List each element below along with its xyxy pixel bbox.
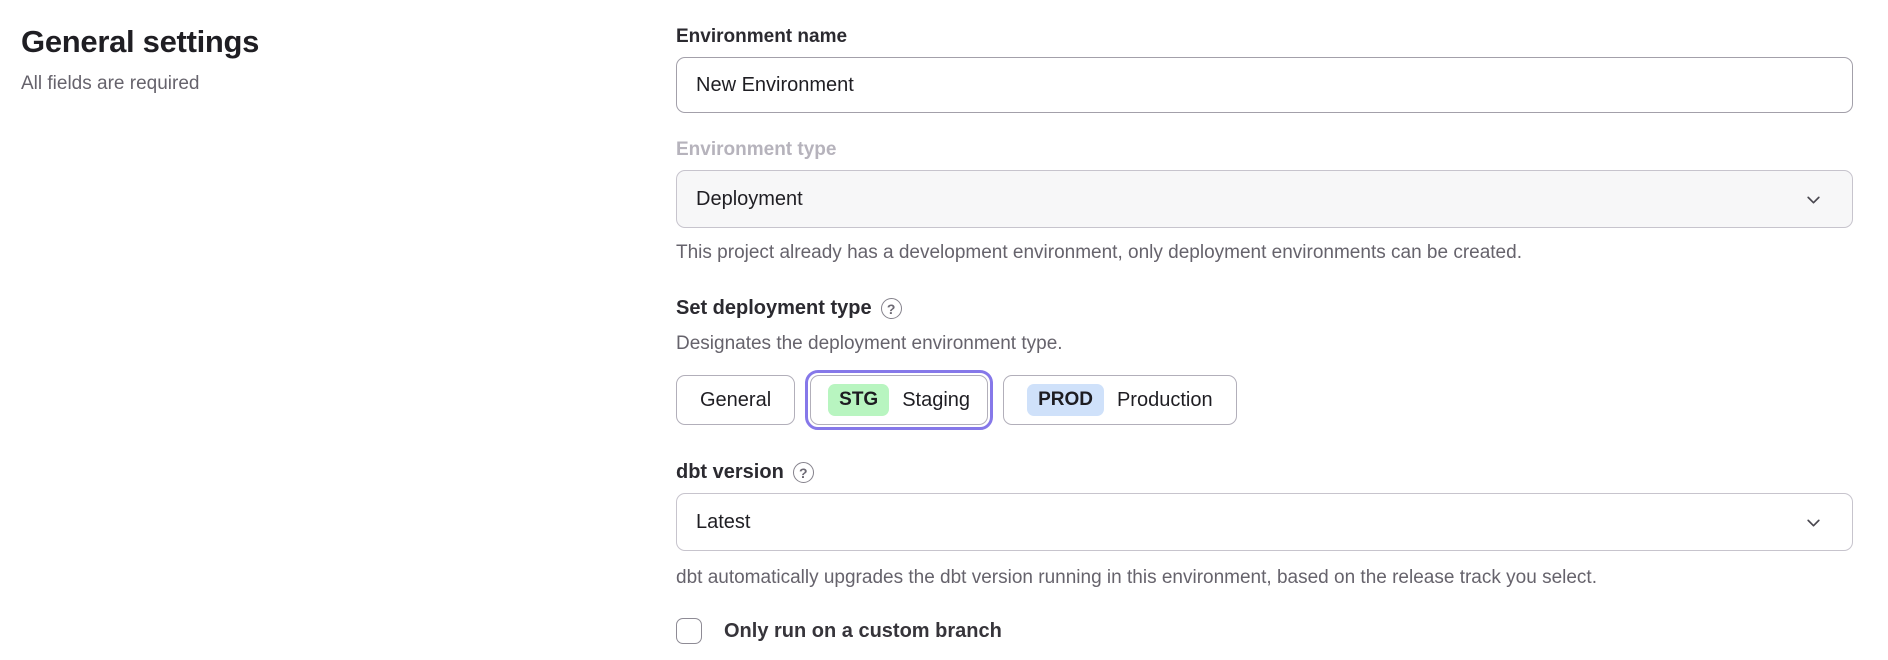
chevron-down-icon <box>1805 191 1822 208</box>
staging-badge: STG <box>828 383 890 417</box>
deployment-type-option-staging[interactable]: STG Staging <box>810 375 989 425</box>
deployment-type-label: Set deployment type <box>676 297 872 319</box>
deployment-type-helper: Designates the deployment environment ty… <box>676 333 1063 354</box>
option-general-label: General <box>700 388 772 411</box>
dbt-version-helper: dbt automatically upgrades the dbt versi… <box>676 567 1597 588</box>
page-title: General settings <box>21 24 260 59</box>
selected-option-ring: STG Staging <box>805 370 994 430</box>
dbt-version-label: dbt version <box>676 461 784 483</box>
page-subtitle: All fields are required <box>21 73 200 94</box>
option-staging-label: Staging <box>902 388 971 411</box>
environment-name-input[interactable] <box>676 57 1853 113</box>
environment-type-value: Deployment <box>696 187 803 210</box>
help-icon[interactable]: ? <box>792 462 814 483</box>
custom-branch-row: Only run on a custom branch <box>676 618 1853 644</box>
custom-branch-checkbox[interactable] <box>676 618 702 644</box>
environment-type-label: Environment type <box>676 139 837 160</box>
option-production-label: Production <box>1116 388 1213 411</box>
settings-header: General settings All fields are required <box>21 24 581 95</box>
deployment-type-options: General STG Staging PROD Production <box>676 370 1853 430</box>
help-icon[interactable]: ? <box>880 298 902 319</box>
production-badge: PROD <box>1027 383 1104 417</box>
custom-branch-label: Only run on a custom branch <box>724 619 1002 642</box>
environment-name-label: Environment name <box>676 26 848 47</box>
general-settings-form: Environment name Environment type Deploy… <box>676 0 1853 644</box>
environment-type-helper: This project already has a development e… <box>676 242 1522 263</box>
chevron-down-icon <box>1805 514 1822 531</box>
dbt-version-select[interactable]: Latest <box>676 493 1853 551</box>
deployment-type-option-production[interactable]: PROD Production <box>1003 375 1237 425</box>
dbt-version-value: Latest <box>696 510 751 533</box>
deployment-type-option-general[interactable]: General <box>676 375 796 425</box>
environment-type-select: Deployment <box>676 170 1853 228</box>
